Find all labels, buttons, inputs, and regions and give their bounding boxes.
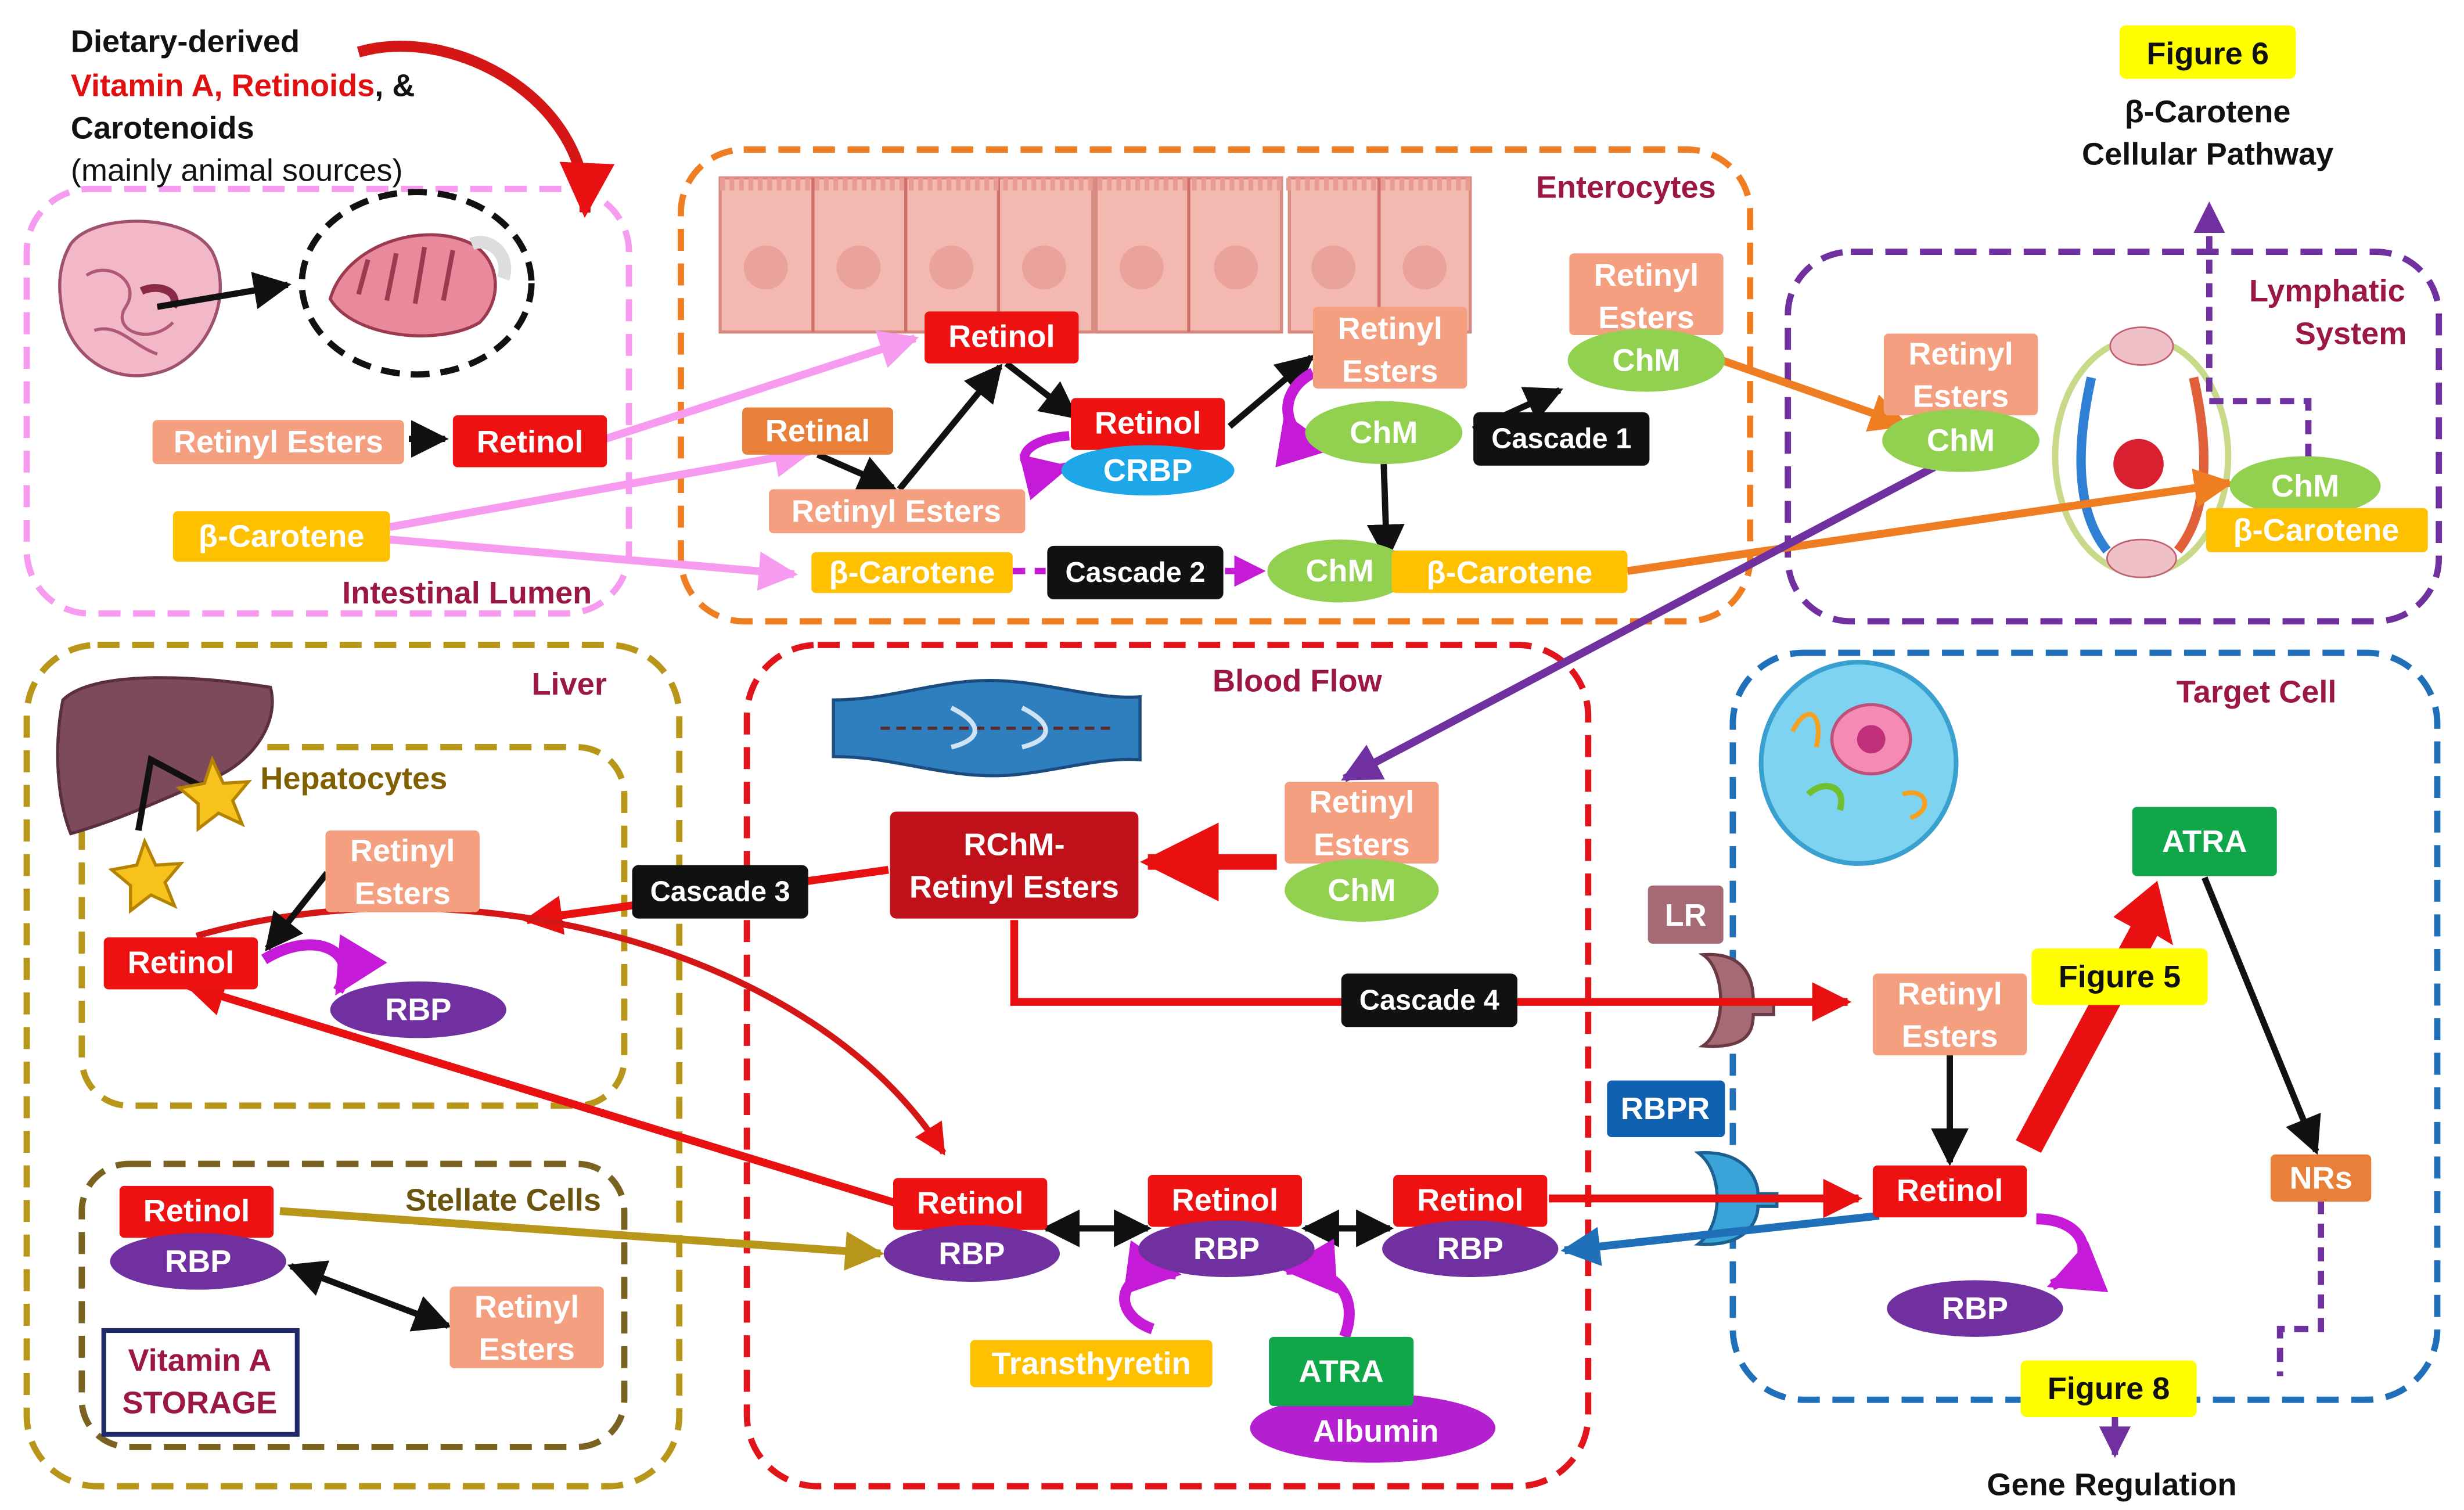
rbpr-label: RBPR (1621, 1091, 1710, 1126)
stellate-retinol: Retinol (143, 1193, 250, 1228)
transthyretin: Transthyretin (992, 1346, 1191, 1381)
blood-esters: Esters (1314, 827, 1410, 862)
enterocyte-chm-esters: Esters (1342, 354, 1438, 389)
lymphatic-system-icon (2052, 326, 2232, 578)
enterocyte-chm: ChM (1350, 415, 1418, 450)
blood-rbp-2: RBP (1193, 1231, 1260, 1266)
lymph-beta-carotene: β-Carotene (2233, 513, 2400, 548)
intro-line-4: (mainly animal sources) (71, 153, 403, 188)
lymph-esters: Esters (1913, 379, 2009, 414)
stellate-esters: Esters (479, 1332, 575, 1367)
intestinal-lumen-title: Intestinal Lumen (342, 576, 592, 610)
enterocyte-carotene-chm: ChM (1305, 553, 1373, 588)
lumen-retinyl-esters: Retinyl Esters (174, 425, 383, 459)
blood-retinol-3: Retinol (1417, 1182, 1523, 1217)
animal-cell-icon (1758, 660, 1959, 866)
enterocytes-compartment (678, 146, 1754, 625)
cascade-3-label: Cascade 3 (650, 876, 790, 908)
svg-text:Dietary-derived: Dietary-derived (71, 24, 300, 59)
hepatocyte-retinyl: Retinyl (350, 833, 455, 868)
lr-label: LR (1665, 898, 1707, 933)
blood-rbp-3: RBP (1437, 1231, 1503, 1266)
figure-5-label: Figure 5 (2059, 959, 2181, 994)
hepatocytes-title: Hepatocytes (260, 761, 447, 796)
enterocyte-exit-retinyl: Retinyl (1594, 258, 1699, 293)
enterocyte-beta-carotene: β-Carotene (829, 555, 995, 590)
figure-6-caption-2: Cellular Pathway (2082, 137, 2333, 172)
liver-compartment (23, 642, 683, 1490)
intro-vitamin-a: Vitamin A, Retinoids (71, 68, 375, 103)
blood-retinol-2: Retinol (1172, 1182, 1278, 1217)
rchm-line-2: Retinyl Esters (909, 869, 1119, 904)
blood-retinol-1: Retinol (917, 1186, 1023, 1221)
intro-line-1: Dietary-derived (71, 24, 300, 59)
stellate-rbp: RBP (165, 1244, 231, 1279)
hepatocyte-esters: Esters (354, 876, 451, 911)
enterocyte-crbp-retinol: Retinol (1095, 406, 1201, 441)
target-retinol: Retinol (1897, 1173, 2003, 1208)
rchm-line-1: RChM- (963, 827, 1064, 862)
blood-atra: ATRA (1299, 1354, 1384, 1389)
nrs-label: NRs (2289, 1160, 2352, 1195)
enterocyte-retinol: Retinol (948, 319, 1055, 354)
enterocyte-crbp: CRBP (1103, 453, 1192, 488)
hepatocyte-rbp: RBP (385, 993, 451, 1027)
blood-retinyl: Retinyl (1310, 785, 1415, 819)
figure-8-label: Figure 8 (2048, 1371, 2170, 1406)
storage-line-1: Vitamin A (128, 1343, 272, 1378)
cascade-2-label: Cascade 2 (1065, 557, 1205, 588)
target-atra: ATRA (2162, 824, 2247, 859)
target-rbp: RBP (1942, 1291, 2008, 1326)
stellate-retinyl: Retinyl (474, 1289, 580, 1324)
stellate-title: Stellate Cells (405, 1182, 601, 1217)
blood-flow-compartment (743, 642, 1592, 1490)
star-icon (108, 755, 252, 914)
lymph-retinyl: Retinyl (1908, 337, 2013, 372)
enterocyte-chm-retinyl: Retinyl (1337, 311, 1443, 346)
hepatocytes-compartment (78, 744, 628, 1109)
intestinal-lumen-compartment (23, 185, 632, 617)
cascade-1-label: Cascade 1 (1491, 423, 1631, 455)
cascade-4-label: Cascade 4 (1359, 984, 1499, 1016)
liver-icon (56, 676, 274, 836)
lymphatic-title: Lymphatic (2249, 274, 2405, 308)
enterocyte-exit-chm: ChM (1612, 343, 1680, 378)
blood-rbp-1: RBP (938, 1236, 1005, 1271)
stellate-cells-compartment (78, 1160, 628, 1450)
albumin: Albumin (1313, 1414, 1439, 1448)
enterocytes-title: Enterocytes (1536, 170, 1716, 205)
lymph-carotene-chm: ChM (2271, 469, 2339, 504)
lumen-beta-carotene: β-Carotene (199, 519, 365, 554)
blood-chm: ChM (1328, 873, 1395, 908)
enterocyte-retinyl-esters: Retinyl Esters (792, 494, 1001, 528)
intro-and: , & (375, 68, 415, 103)
hepatocyte-retinol: Retinol (128, 945, 234, 980)
intro-line-3: Carotenoids (71, 111, 254, 146)
target-retinyl: Retinyl (1897, 977, 2002, 1012)
enterocyte-chm-beta-carotene: β-Carotene (1427, 555, 1593, 590)
liver-title: Liver (531, 667, 606, 702)
figure-6-caption-1: β-Carotene (2125, 95, 2291, 130)
enterocyte-cells-icon (718, 176, 1472, 334)
target-cell-title: Target Cell (2177, 675, 2337, 710)
enterocyte-retinal: Retinal (765, 414, 871, 448)
lymphatic-compartment (1785, 249, 2443, 625)
target-esters: Esters (1902, 1019, 1998, 1054)
lymph-chm: ChM (1927, 423, 1995, 458)
figure-6-label: Figure 6 (2146, 36, 2269, 71)
blood-flow-title: Blood Flow (1213, 664, 1383, 699)
lymphatic-title-2: System (2295, 316, 2407, 351)
gene-regulation-label: Gene Regulation (1987, 1467, 2236, 1502)
storage-line-2: STORAGE (123, 1386, 278, 1421)
blood-vessel-icon (832, 679, 1142, 778)
lumen-retinol: Retinol (477, 425, 583, 459)
svg-text:Vitamin A, Retinoids, &: Vitamin A, Retinoids, & (71, 68, 415, 103)
